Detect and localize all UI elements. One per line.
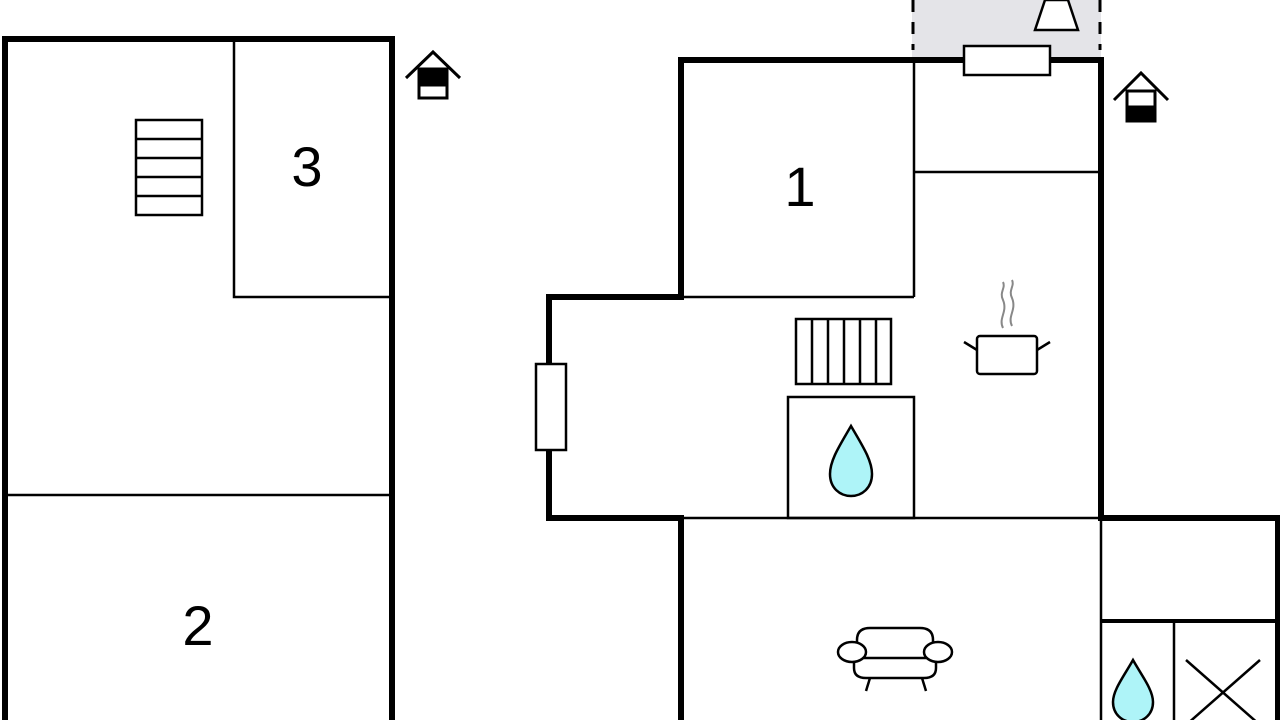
bathroom-drop-icon <box>1111 657 1155 720</box>
staircase-icon <box>134 118 204 217</box>
living-sofa-icon <box>836 626 954 692</box>
entrance-house-icon <box>404 49 462 100</box>
kitchen-pot-icon <box>963 279 1051 376</box>
radiator-icon <box>794 317 893 386</box>
bathroom-drop-icon <box>828 423 874 498</box>
wc-cross-icon <box>1185 659 1261 720</box>
window-icon <box>962 44 1052 77</box>
entrance-house-icon <box>1112 70 1170 123</box>
window-icon <box>534 362 568 452</box>
room-label-3: 3 <box>291 135 322 198</box>
right-building <box>546 57 1280 720</box>
left-building <box>2 36 395 720</box>
room-label-1: 1 <box>784 155 815 218</box>
terrace-lamp-icon <box>1033 0 1080 32</box>
room-label-2: 2 <box>182 594 213 657</box>
